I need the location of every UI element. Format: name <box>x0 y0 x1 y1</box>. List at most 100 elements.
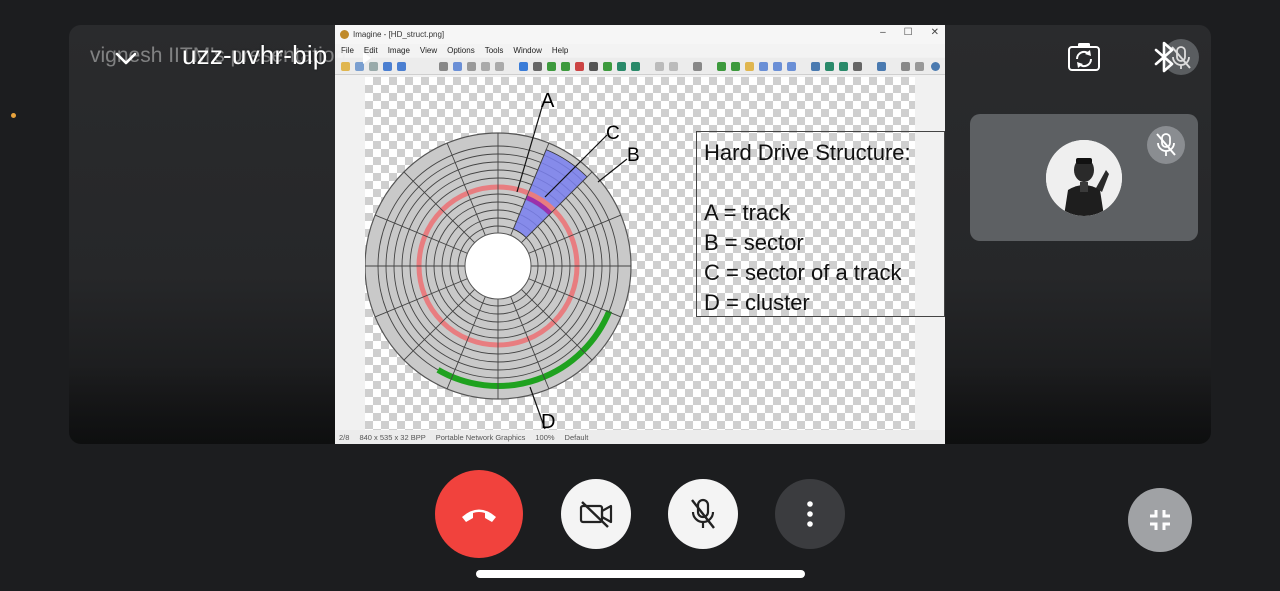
legend-item-cluster: D = cluster <box>704 290 810 315</box>
toolbar-redo-icon <box>495 62 504 71</box>
toolbar-open-icon <box>341 62 350 71</box>
toolbar-layer-icon <box>787 62 796 71</box>
pointer-a <box>516 106 543 193</box>
video-off-icon <box>579 501 613 528</box>
pointer-c <box>544 134 608 198</box>
camera-switch-icon[interactable] <box>1067 41 1101 73</box>
toolbar-zoom-out-icon <box>669 62 678 71</box>
toolbar-select-icon <box>731 62 740 71</box>
app-toolbar <box>335 58 945 75</box>
toolbar-brush-icon <box>745 62 754 71</box>
sector-line <box>521 289 593 361</box>
label-a: A <box>541 90 555 112</box>
menu-image: Image <box>387 46 410 55</box>
toolbar-thumbs-icon <box>825 62 834 71</box>
end-call-button[interactable] <box>435 470 523 558</box>
bluetooth-icon[interactable] <box>1152 40 1178 74</box>
pointer-lines <box>516 106 628 430</box>
close-window-icon: ✕ <box>930 27 939 38</box>
legend-heading: Hard Drive Structure: <box>704 140 911 165</box>
sector-line <box>403 289 475 361</box>
cluster-highlight <box>436 309 613 390</box>
phone-hangup-icon <box>462 509 496 522</box>
home-indicator[interactable] <box>476 570 805 578</box>
meeting-code[interactable]: uzz-uvhr-bip <box>182 40 328 70</box>
menu-file: File <box>341 46 354 55</box>
status-dimensions: 840 x 535 x 32 BPP <box>359 432 426 442</box>
legend-item-track: A = track <box>704 200 791 225</box>
toolbar-camera-icon <box>533 62 542 71</box>
app-menubar: File Edit Image View Options Tools Windo… <box>335 44 945 57</box>
hard-drive-diagram: A C B D <box>364 90 640 433</box>
mic-off-icon[interactable] <box>1162 38 1200 76</box>
window-controls: – ☐ ✕ <box>880 27 939 38</box>
pointer-b <box>597 158 628 183</box>
toolbar-slideshow-icon <box>811 62 820 71</box>
menu-options: Options <box>447 46 475 55</box>
chevron-down-icon[interactable] <box>113 47 139 69</box>
toolbar-arrow-icon <box>717 62 726 71</box>
status-mode: Default <box>564 432 589 442</box>
menu-window: Window <box>513 46 542 55</box>
legend-item-sector-of-track: C = sector of a track <box>704 260 902 285</box>
app-icon <box>340 30 349 39</box>
legend-box: Hard Drive Structure: A = track B = sect… <box>696 131 945 317</box>
toolbar-undo-icon <box>481 62 490 71</box>
tile-mute-badge <box>1147 126 1185 164</box>
camera-toggle-button[interactable] <box>561 479 631 549</box>
toolbar-prev-icon <box>383 62 392 71</box>
sector-line <box>528 278 622 318</box>
more-options-button[interactable] <box>775 479 845 549</box>
toolbar-next-icon <box>397 62 406 71</box>
status-page: 2/8 <box>339 432 350 442</box>
toolbar-info-icon <box>519 62 528 71</box>
toolbar-crop-icon <box>589 62 598 71</box>
menu-help: Help <box>551 46 569 55</box>
minimize-button[interactable] <box>1128 488 1192 552</box>
toolbar-filter-icon <box>561 62 570 71</box>
toolbar-plugin-icon <box>877 62 886 71</box>
toolbar-extra-icon <box>915 62 924 71</box>
app-titlebar: Imagine - [HD_struct.png] – ☐ ✕ <box>335 25 945 44</box>
toolbar-color-icon <box>575 62 584 71</box>
menu-view: View <box>419 46 438 55</box>
shared-screen[interactable]: Imagine - [HD_struct.png] – ☐ ✕ File Edi… <box>335 25 945 444</box>
toolbar-effect-icon <box>603 62 612 71</box>
toolbar-help-icon <box>931 62 940 71</box>
presenter-name: vignesh IITM's presentation <box>90 44 347 67</box>
sector-line <box>374 278 468 318</box>
sector-line <box>521 171 593 243</box>
sector-line <box>510 142 550 236</box>
self-view-tile[interactable] <box>970 114 1198 241</box>
avatar <box>1046 140 1122 216</box>
play-triangle-icon[interactable] <box>361 50 373 66</box>
window-title: Imagine - [HD_struct.png] <box>353 30 445 39</box>
minimize-icon <box>1150 510 1170 530</box>
legend-spacer <box>704 168 937 198</box>
sector-line <box>374 214 468 254</box>
sector-line <box>528 214 622 254</box>
pointer-d <box>529 386 546 430</box>
toolbar-tool-icon <box>901 62 910 71</box>
toolbar-print-icon <box>369 62 378 71</box>
mic-off-icon <box>1156 133 1176 156</box>
toolbar-copy-icon <box>453 62 462 71</box>
label-c: C <box>606 123 620 144</box>
recording-indicator-dot <box>11 113 16 118</box>
avatar-photo <box>1046 140 1122 216</box>
toolbar-compare-icon <box>839 62 848 71</box>
image-canvas: A C B D Hard Drive Structure: A = track … <box>364 77 945 433</box>
toolbar-rotate-icon <box>631 62 640 71</box>
toolbar-text-icon <box>759 62 768 71</box>
label-b: B <box>627 145 640 166</box>
status-format: Portable Network Graphics <box>435 432 526 442</box>
platter-group <box>364 132 632 400</box>
mic-toggle-button[interactable] <box>668 479 738 549</box>
toolbar-zoom-in-icon <box>655 62 664 71</box>
menu-tools: Tools <box>484 46 504 55</box>
toolbar-adjust-icon <box>547 62 556 71</box>
track-sector-highlight <box>525 192 555 216</box>
sector-lines <box>365 133 631 399</box>
app-statusbar: 2/8 840 x 535 x 32 BPP Portable Network … <box>335 430 945 444</box>
